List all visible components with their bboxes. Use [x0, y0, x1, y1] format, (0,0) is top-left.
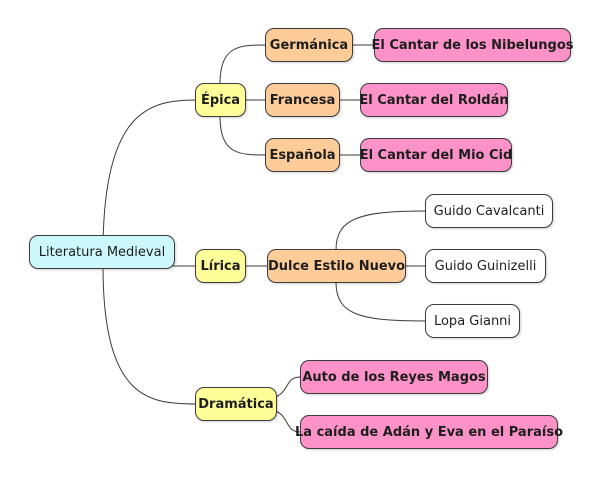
node-guido-guinizelli: Guido Guinizelli	[425, 249, 546, 283]
node-espanola-label: Española	[269, 147, 336, 163]
node-dramatica: Dramática	[195, 387, 277, 421]
node-lopa-gianni: Lopa Gianni	[425, 304, 520, 338]
root-label: Literatura Medieval	[38, 244, 166, 260]
node-dulce-estilo-nuevo: Dulce Estilo Nuevo	[267, 249, 406, 283]
node-epica-label: Épica	[200, 92, 241, 108]
node-guido-cavalcanti: Guido Cavalcanti	[425, 194, 553, 228]
edge-root-epica	[102, 99, 197, 253]
node-auto-reyes-magos: Auto de los Reyes Magos	[300, 360, 488, 394]
node-nibelungos-label: El Cantar de los Nibelungos	[371, 37, 574, 53]
edge-school-author-1	[335, 210, 427, 251]
node-guido-guinizelli-label: Guido Guinizelli	[434, 258, 537, 274]
edge-dramatica-work-2	[275, 410, 302, 433]
node-dramatica-label: Dramática	[198, 396, 274, 412]
node-mio-cid-label: El Cantar del Mio Cid	[359, 147, 513, 163]
node-germanica-label: Germánica	[269, 37, 349, 53]
node-francesa-label: Francesa	[269, 92, 336, 108]
node-lirica-label: Lírica	[200, 258, 241, 274]
node-caida-adan-eva-label: La caída de Adán y Eva en el Paraíso	[295, 424, 563, 440]
node-roldan: El Cantar del Roldán	[359, 83, 509, 117]
node-mio-cid: El Cantar del Mio Cid	[360, 138, 512, 172]
root-node: Literatura Medieval	[29, 235, 175, 269]
node-dulce-estilo-nuevo-label: Dulce Estilo Nuevo	[267, 258, 406, 274]
node-epica: Épica	[195, 83, 246, 117]
node-nibelungos: El Cantar de los Nibelungos	[371, 28, 574, 62]
node-roldan-label: El Cantar del Roldán	[359, 92, 509, 108]
edge-epica-espanola	[219, 115, 267, 156]
node-lirica: Lírica	[195, 249, 246, 283]
node-francesa: Francesa	[265, 83, 340, 117]
node-germanica: Germánica	[265, 28, 353, 62]
node-guido-cavalcanti-label: Guido Cavalcanti	[433, 203, 545, 219]
node-lopa-gianni-label: Lopa Gianni	[433, 313, 512, 329]
node-espanola: Española	[265, 138, 340, 172]
edge-root-dramatica	[102, 265, 197, 405]
edge-dramatica-work-1	[275, 376, 302, 398]
node-caida-adan-eva: La caída de Adán y Eva en el Paraíso	[295, 415, 563, 449]
edge-epica-germanica	[219, 44, 267, 85]
node-auto-reyes-magos-label: Auto de los Reyes Magos	[302, 369, 486, 385]
edge-school-author-3	[335, 281, 427, 322]
